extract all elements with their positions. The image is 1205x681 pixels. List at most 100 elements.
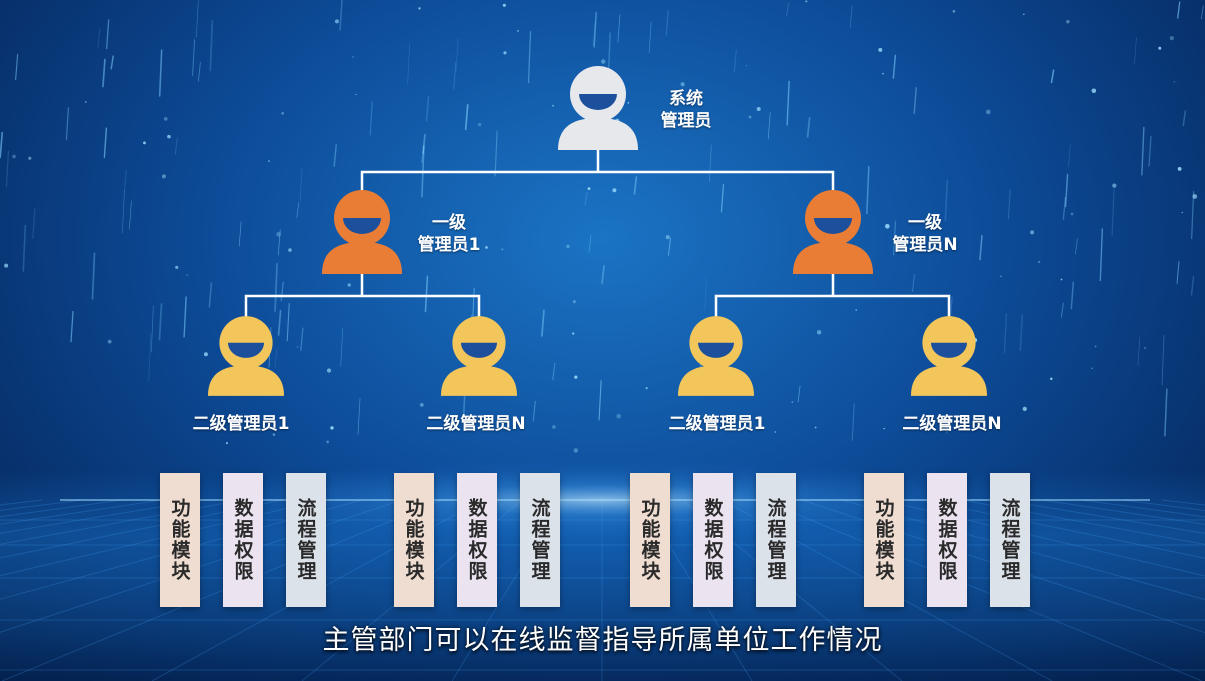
rain-streak xyxy=(1137,336,1141,366)
level1-label-left: 一级 管理员1 xyxy=(418,212,481,256)
rain-streak xyxy=(70,310,74,343)
sparkle-dot xyxy=(574,375,578,379)
level1-right-line1: 一级 xyxy=(907,213,942,233)
avatar-layer xyxy=(208,66,987,396)
rain-streak xyxy=(1064,173,1069,208)
rain-streak xyxy=(296,202,300,218)
sparkle-dots xyxy=(4,0,1198,453)
rain-streak xyxy=(720,183,725,213)
user-icon xyxy=(558,66,638,150)
rain-streak xyxy=(1075,238,1078,255)
sparkle-dot xyxy=(566,244,570,249)
sparkle-dot xyxy=(28,156,32,160)
sparkle-dot xyxy=(1094,345,1097,348)
rain-streak xyxy=(892,220,897,256)
sparkle-dot xyxy=(572,332,575,335)
rain-streak xyxy=(65,107,70,141)
rain-streak xyxy=(786,2,789,17)
rain-streak xyxy=(158,49,163,97)
sparkle-dot xyxy=(587,187,591,190)
rain-streak xyxy=(633,176,638,195)
sparkle-dot xyxy=(885,224,890,229)
sparkle-dot xyxy=(1023,13,1025,16)
sparkle-dot xyxy=(805,0,808,3)
rain-streak xyxy=(407,43,411,84)
sparkle-dot xyxy=(203,352,208,357)
root-label-line1: 系统 xyxy=(669,89,703,109)
rain-streak xyxy=(786,80,790,126)
rain-streak xyxy=(148,332,152,382)
sparkle-dot xyxy=(352,56,354,58)
rain-streak xyxy=(91,252,96,300)
rain-streak xyxy=(866,165,870,215)
sparkle-dot xyxy=(1144,347,1146,349)
sparkle-dot xyxy=(326,368,332,373)
rain-streak xyxy=(1070,281,1075,310)
rain-streak xyxy=(1177,1,1181,19)
rain-streak xyxy=(208,282,213,308)
user-icon xyxy=(208,316,284,396)
sparkle-dot xyxy=(4,263,9,268)
user-icon xyxy=(441,316,517,396)
sparkle-dot xyxy=(501,248,504,251)
sparkle-dot xyxy=(985,109,991,115)
rain-streak xyxy=(1050,69,1055,84)
grid-line xyxy=(921,499,1205,559)
rain-streak xyxy=(946,415,950,434)
sparkle-dot xyxy=(1158,46,1162,50)
rain-streak xyxy=(851,403,855,441)
root-label-line2: 管理员 xyxy=(660,111,712,131)
rain-streak xyxy=(1099,228,1103,282)
connector-line xyxy=(360,150,835,192)
module-card-process: 流程管理 xyxy=(286,473,326,607)
level2-label-4: 二级管理员N xyxy=(902,414,1002,434)
sparkle-dot xyxy=(627,102,630,104)
sparkle-dot xyxy=(477,122,482,127)
level2-label-2: 二级管理员N xyxy=(426,414,526,434)
sparkle-dot xyxy=(1070,212,1074,216)
connector-line xyxy=(244,272,481,318)
rain-streak xyxy=(277,229,281,256)
rain-streak xyxy=(424,275,429,313)
sparkle-dot xyxy=(1192,194,1198,199)
grid-line xyxy=(1001,499,1205,534)
user-icon xyxy=(793,190,873,274)
sparkle-dot xyxy=(552,425,556,429)
rain-streak xyxy=(527,31,532,84)
root-label: 系统 管理员 xyxy=(661,88,712,132)
sparkle-dot xyxy=(272,433,276,436)
rain-streak xyxy=(280,281,284,302)
rain-streak xyxy=(105,19,110,50)
rain-streak xyxy=(102,58,106,88)
rain-streaks xyxy=(0,0,1204,441)
rain-streak xyxy=(122,190,125,234)
rain-streak xyxy=(849,5,853,28)
sparkle-dot xyxy=(601,59,606,64)
sparkle-dot xyxy=(84,101,87,103)
module-card-data-permission: 数据权限 xyxy=(927,473,967,607)
sparkle-dot xyxy=(572,300,576,304)
connector-line xyxy=(714,272,951,318)
sparkle-dot xyxy=(419,403,424,407)
rain-streak xyxy=(151,305,154,353)
rain-streak xyxy=(1164,388,1168,437)
level2-label-3: 二级管理员1 xyxy=(668,414,766,434)
sparkle-dot xyxy=(1173,80,1176,83)
rain-streak xyxy=(455,37,459,72)
sparkle-dot xyxy=(485,246,488,249)
sparkle-dot xyxy=(186,274,189,276)
sparkle-dot xyxy=(1181,211,1183,214)
rain-streak xyxy=(541,309,545,337)
rain-streak xyxy=(733,49,737,73)
rain-streak xyxy=(1134,37,1137,64)
rain-streak xyxy=(1003,313,1008,354)
rain-streak xyxy=(1067,144,1071,168)
rain-streak xyxy=(369,101,373,136)
rain-streak xyxy=(274,262,278,313)
sparkle-dot xyxy=(330,426,334,430)
rain-streak xyxy=(494,130,498,177)
grid-line xyxy=(961,499,1205,545)
rain-streak xyxy=(979,235,983,261)
rain-streak xyxy=(422,133,426,155)
rain-streak xyxy=(593,11,597,48)
